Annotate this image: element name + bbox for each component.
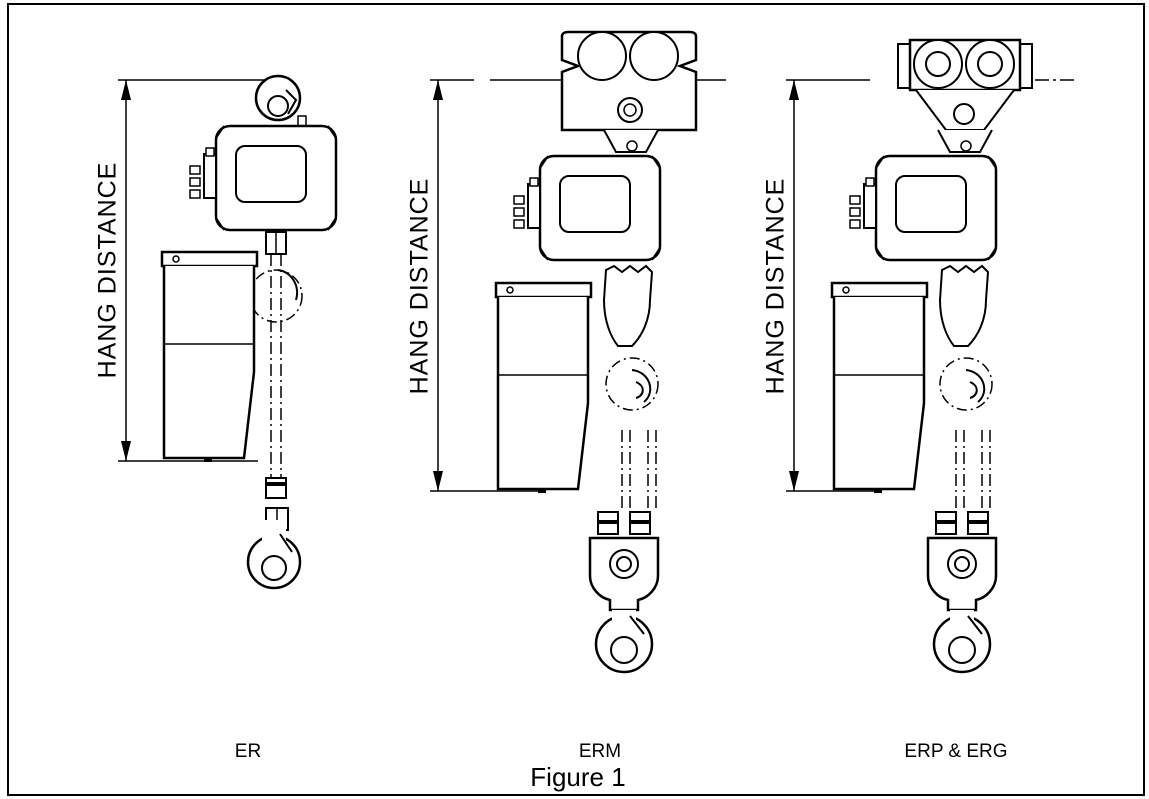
hang-distance-label-erp-erg: HANG DISTANCE (761, 177, 790, 395)
model-label-er: ER (234, 741, 262, 762)
hang-distance-label-erm: HANG DISTANCE (405, 177, 434, 395)
model-label-erp-erg: ERP & ERG (904, 741, 1008, 762)
model-erm-drawing (430, 30, 726, 674)
figure-frame (7, 3, 1145, 796)
model-er-drawing (118, 74, 338, 590)
model-erp-erg-drawing (786, 38, 1076, 674)
hang-distance-label-er: HANG DISTANCE (93, 161, 122, 379)
model-label-erm: ERM (578, 741, 622, 762)
figure-caption: Figure 1 (530, 762, 626, 792)
